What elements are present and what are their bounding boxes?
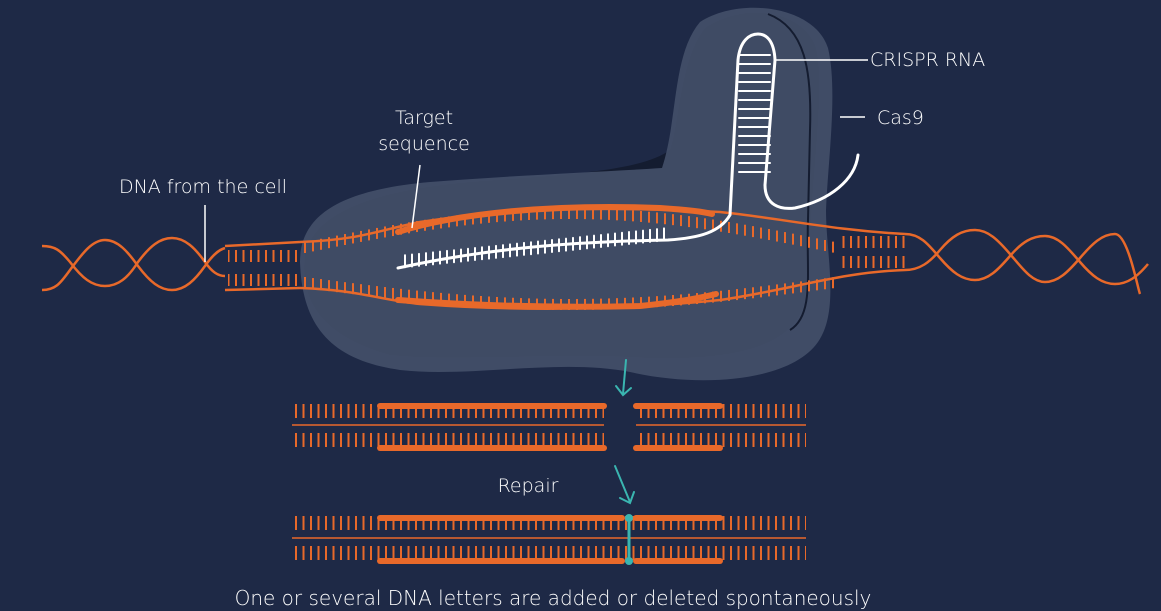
target-sequence-label-line2: sequence	[378, 133, 470, 155]
cas9-label: Cas9	[877, 107, 924, 129]
repair-label: Repair	[498, 475, 559, 497]
dna-cut-pair	[292, 404, 806, 448]
dna-repaired-pair	[292, 514, 806, 565]
crispr-rna-label: CRISPR RNA	[870, 49, 985, 71]
dna-helix-right	[905, 230, 1148, 294]
dna-helix-left	[42, 238, 225, 290]
dna-ladder-left	[225, 242, 300, 290]
dna-from-cell-label: DNA from the cell	[119, 176, 287, 198]
caption: One or several DNA letters are added or …	[235, 586, 872, 610]
arrow-down-right-icon	[615, 466, 634, 503]
target-sequence-label-line1: Target	[395, 107, 453, 129]
